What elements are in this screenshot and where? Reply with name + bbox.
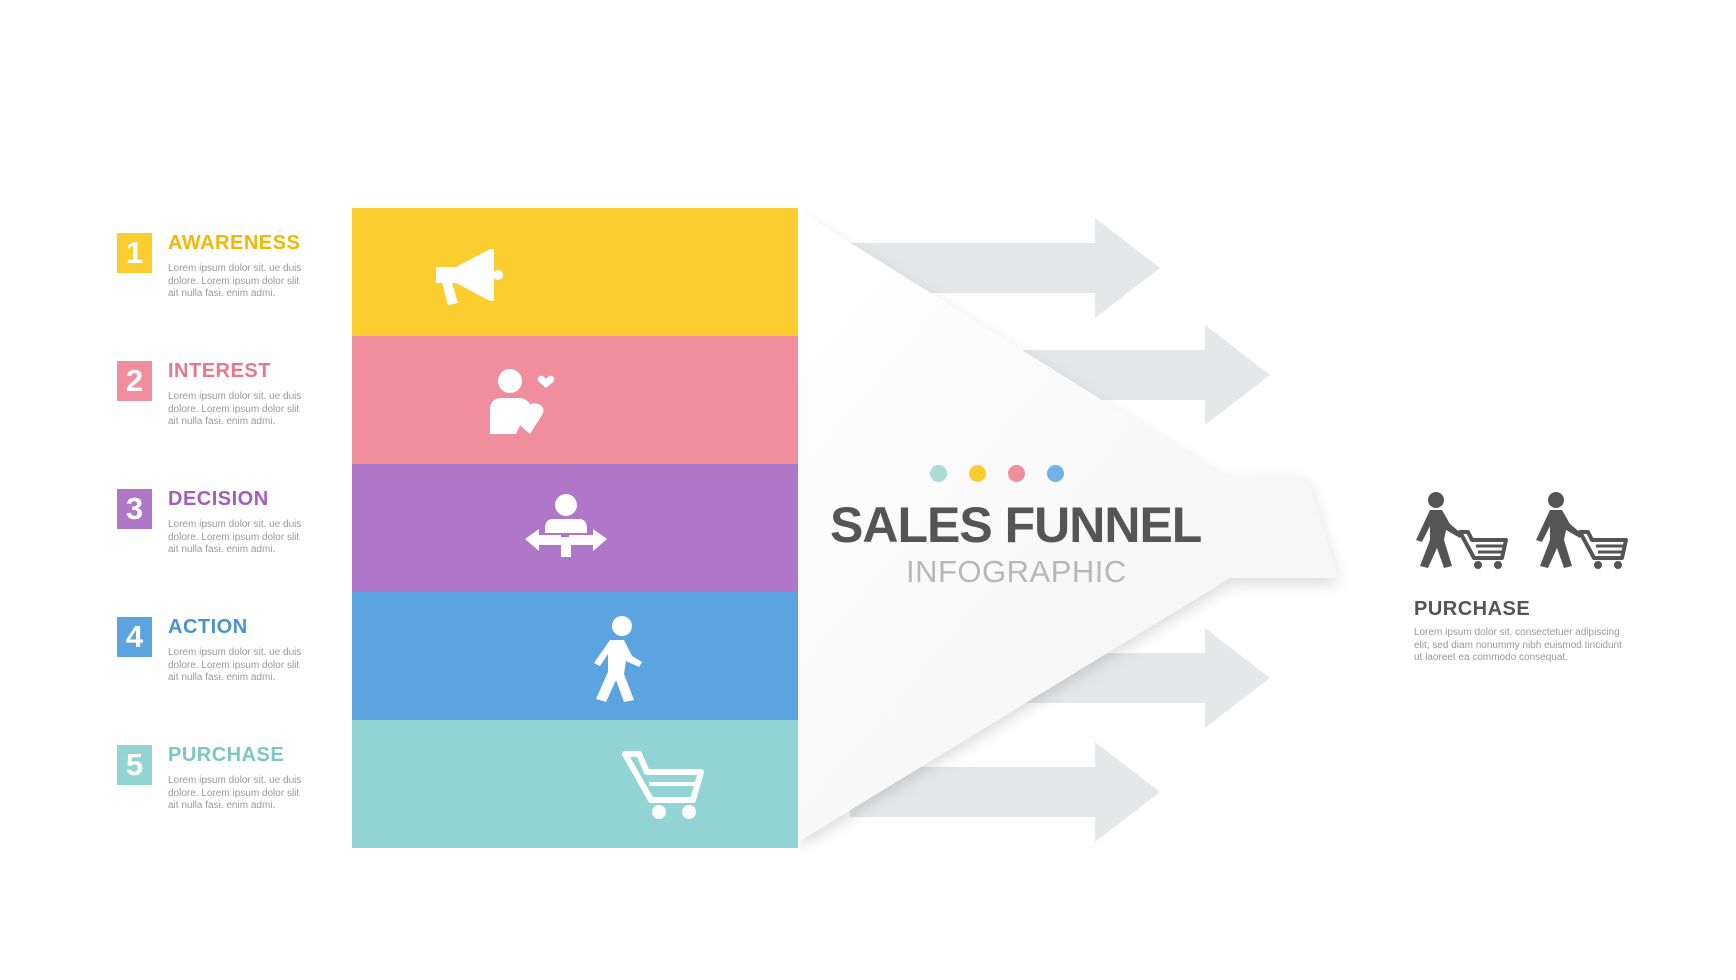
stage-bar-purchase [352, 720, 798, 848]
stage-bar-action [352, 592, 798, 720]
dot-yellow [969, 465, 986, 482]
step-badge-4 [117, 617, 152, 657]
stage-bars [352, 208, 798, 848]
step-badges [117, 233, 152, 785]
step-title: AWARENESS [168, 232, 301, 254]
person-direction-arrows-icon [525, 494, 607, 557]
megaphone-icon [436, 249, 503, 305]
step-number: 1 [125, 235, 144, 270]
step-badge-1 [117, 233, 152, 273]
shopping-cart-icon [622, 751, 704, 819]
step-number: 4 [125, 619, 144, 654]
result-title: PURCHASE [1414, 598, 1531, 620]
stage-bar-interest [352, 336, 798, 464]
person-pushing-cart-icon [1414, 490, 1508, 570]
result-description: Lorem ipsum dolor sit. consectetuer adip… [1414, 627, 1622, 663]
page-title: SALES FUNNEL [830, 497, 1202, 553]
step-title: INTEREST [168, 360, 271, 382]
dot-teal [930, 465, 947, 482]
step-badge-2 [117, 361, 152, 401]
step-number: 3 [125, 491, 144, 526]
dot-blue [1047, 465, 1064, 482]
step-badge-3 [117, 489, 152, 529]
person-heart-icon [490, 369, 555, 434]
step-title: DECISION [168, 488, 269, 510]
stage-bar-awareness [352, 208, 798, 336]
page-subtitle: INFOGRAPHIC [906, 554, 1127, 589]
dot-pink [1008, 465, 1025, 482]
color-dots [930, 465, 1070, 485]
step-badge-5 [117, 745, 152, 785]
step-title: ACTION [168, 616, 248, 638]
funnel-shape [798, 210, 1338, 842]
step-number: 2 [125, 363, 144, 398]
walking-person-icon [594, 616, 642, 702]
step-number: 5 [125, 747, 144, 782]
flow-arrow-4 [850, 742, 1160, 842]
step-title: PURCHASE [168, 744, 285, 766]
person-pushing-cart-icon [1534, 490, 1628, 570]
